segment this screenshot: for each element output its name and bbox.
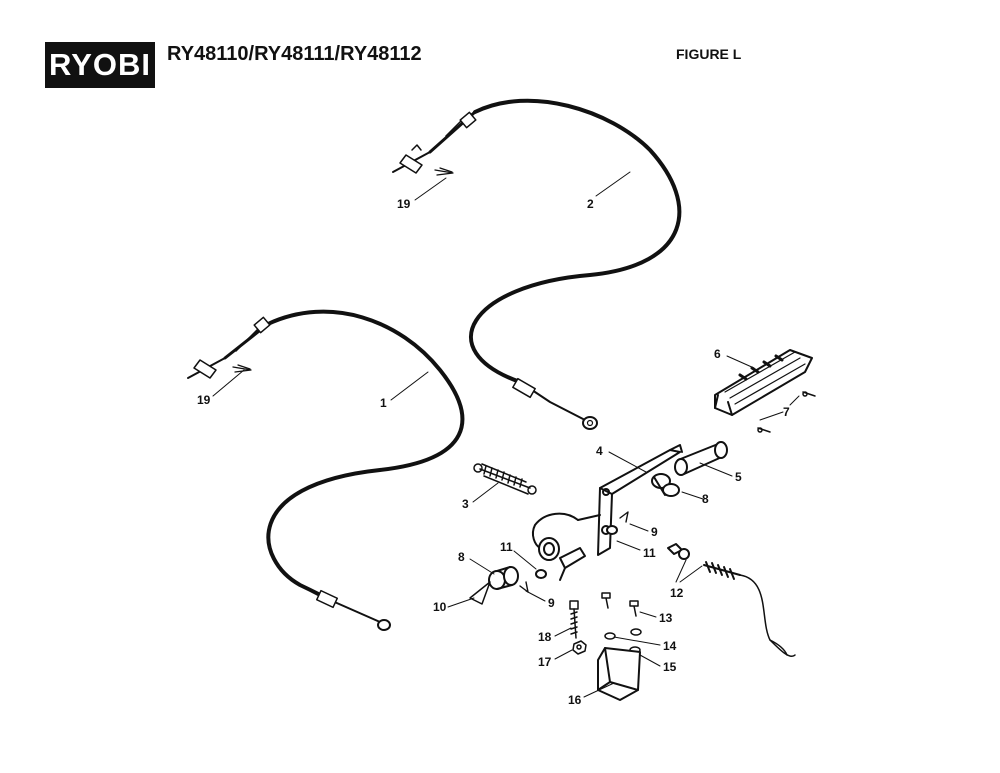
callout-9-lower: 9	[548, 596, 555, 610]
callout-19-upper: 19	[397, 197, 411, 211]
cable-1	[187, 309, 465, 631]
hairpin-19-upper	[434, 167, 454, 176]
callout-5: 5	[735, 470, 742, 484]
nut-17	[572, 640, 587, 655]
callout-15: 15	[663, 660, 677, 674]
hairpin-19-lower	[232, 364, 252, 373]
safety-switch-12	[667, 543, 796, 657]
callout-8-lower: 8	[458, 550, 465, 564]
callout-16: 16	[568, 693, 582, 707]
rod-5	[674, 441, 728, 476]
washer-11-upper	[606, 525, 618, 535]
callout-4: 4	[596, 444, 603, 458]
washers-14	[604, 628, 642, 640]
callout-14: 14	[663, 639, 677, 653]
cable-2	[392, 98, 682, 430]
callout-18: 18	[538, 630, 552, 644]
callout-11-upper: 11	[643, 546, 656, 560]
callout-11-lower: 11	[500, 540, 513, 554]
callout-1: 1	[380, 396, 387, 410]
bolts-13	[601, 592, 639, 617]
washer-11-lower	[535, 569, 547, 579]
pedal-pad-6	[714, 349, 813, 416]
callout-6: 6	[714, 347, 721, 361]
callout-9-upper: 9	[651, 525, 658, 539]
callout-7: 7	[783, 405, 790, 419]
bushing-8-lower	[488, 566, 519, 590]
leader-lines	[212, 171, 800, 698]
bolt-18	[569, 600, 579, 639]
callout-8-upper: 8	[702, 492, 709, 506]
clip-10	[469, 581, 491, 605]
pedal-bracket-4	[531, 444, 683, 581]
spring-3	[473, 463, 537, 495]
callout-3: 3	[462, 497, 469, 511]
ryobi-logo: RYOBI	[45, 42, 155, 88]
mount-bracket-16	[597, 647, 641, 701]
callout-17: 17	[538, 655, 552, 669]
callout-2: 2	[587, 197, 594, 211]
model-numbers-title: RY48110/RY48111/RY48112	[167, 43, 422, 65]
callout-10: 10	[433, 600, 447, 614]
bushing-8-upper	[651, 473, 680, 497]
callout-19-lower: 19	[197, 393, 211, 407]
screws-7	[757, 391, 816, 433]
clip-9-upper	[619, 511, 629, 523]
clip-9-lower	[519, 581, 529, 593]
callout-12: 12	[670, 586, 684, 600]
figure-label: FIGURE L	[676, 46, 742, 62]
brand-logo-text: RYOBI	[48, 47, 152, 82]
callout-13: 13	[659, 611, 673, 625]
